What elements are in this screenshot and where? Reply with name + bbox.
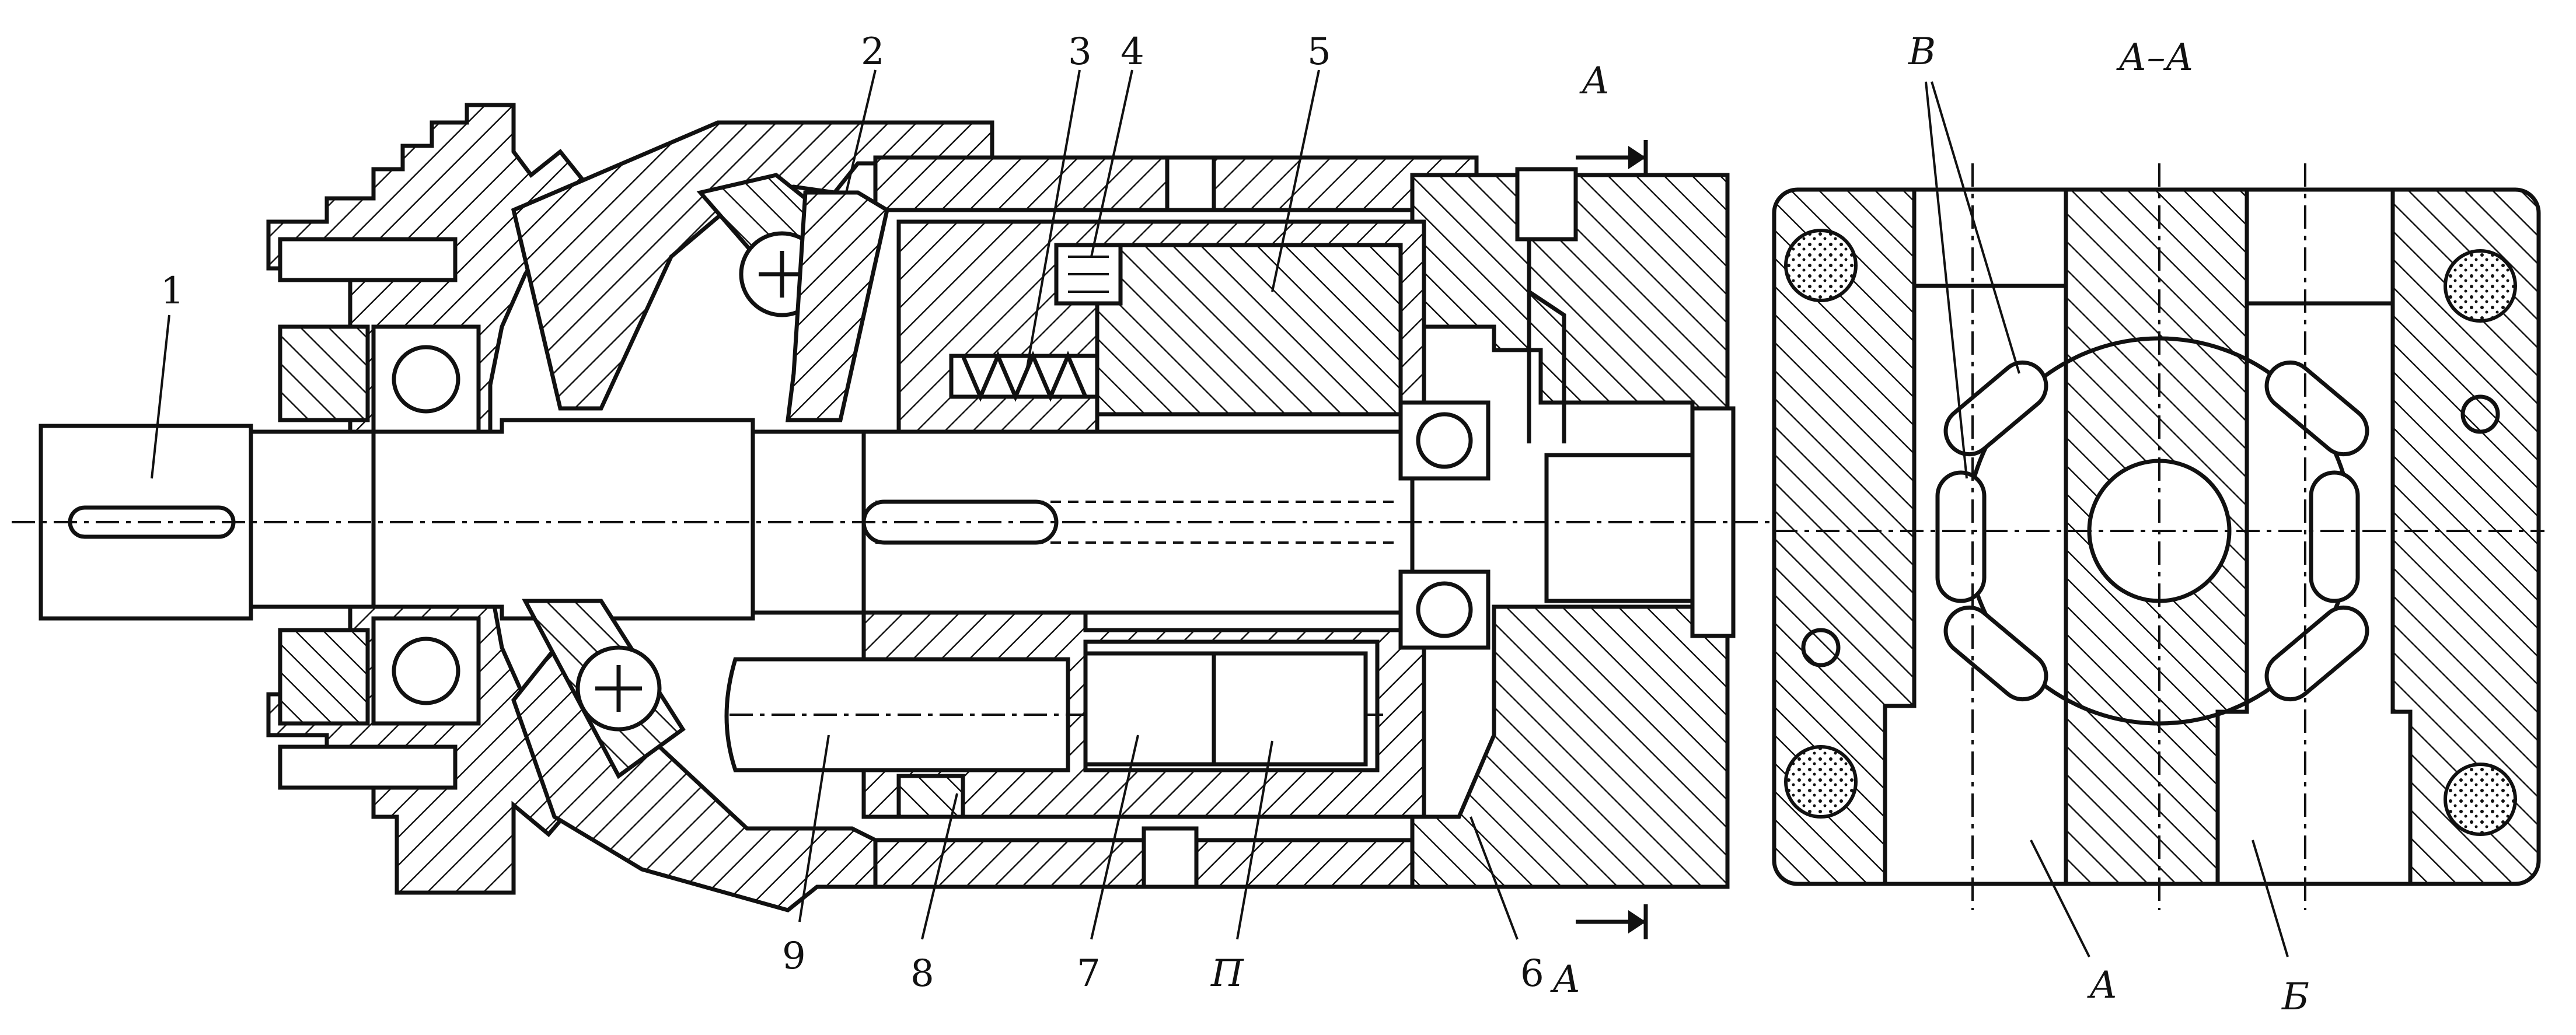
front-bearing xyxy=(278,324,481,726)
label-section-a-top: А xyxy=(1579,60,1610,103)
label-section-title: А–А xyxy=(2116,36,2194,79)
piston-chamber xyxy=(1212,651,1368,767)
label-port-a: А xyxy=(2087,964,2117,1007)
section-cut-marks xyxy=(1576,140,1648,939)
label-port-b: Б xyxy=(2281,975,2309,1019)
label-part-7: 7 xyxy=(1077,952,1101,995)
piston-cup xyxy=(1083,651,1216,767)
drain-plug xyxy=(1515,167,1578,242)
label-part-6: 6 xyxy=(1520,952,1544,995)
rear-bearing xyxy=(1398,400,1491,650)
label-part-5: 5 xyxy=(1307,30,1331,74)
pin-left xyxy=(1801,628,1841,667)
spring xyxy=(949,351,1099,402)
lower-piston xyxy=(724,657,1070,772)
bolt-bottom-right xyxy=(2444,763,2517,836)
section-view-a-a xyxy=(1772,81,2544,957)
drive-shaft xyxy=(39,418,1415,621)
leader-lines xyxy=(151,69,1519,940)
bolt-top-left xyxy=(1784,229,1858,302)
label-part-p: П xyxy=(1210,952,1244,995)
label-part-3: 3 xyxy=(1068,30,1092,74)
label-section-a-bottom: А xyxy=(1550,958,1580,1001)
front-bolt-bottom xyxy=(278,744,458,790)
bottom-fitting xyxy=(1142,826,1199,889)
label-port-v: В xyxy=(1908,30,1936,74)
bolt-bottom-left xyxy=(1784,745,1858,819)
label-part-9: 9 xyxy=(782,935,806,978)
top-fitting xyxy=(1165,155,1216,212)
part-labels: 1 2 3 4 5 6 7 8 9 П А А А–А В А Б xyxy=(160,30,2309,1019)
rear-boss xyxy=(1544,453,1695,603)
label-part-2: 2 xyxy=(861,30,885,74)
conical-housing xyxy=(511,120,994,411)
main-section-view xyxy=(12,69,1774,940)
locking-screw xyxy=(1054,243,1123,306)
label-part-1: 1 xyxy=(160,270,184,313)
front-bolt-top xyxy=(278,237,458,282)
pin-right xyxy=(2460,394,2500,434)
kidney-slots xyxy=(1935,360,2369,702)
upper-piston xyxy=(1095,243,1403,417)
bolt-top-right xyxy=(2444,249,2517,323)
swash-washer xyxy=(786,190,889,422)
label-part-8: 8 xyxy=(910,952,934,995)
label-part-4: 4 xyxy=(1121,30,1144,74)
